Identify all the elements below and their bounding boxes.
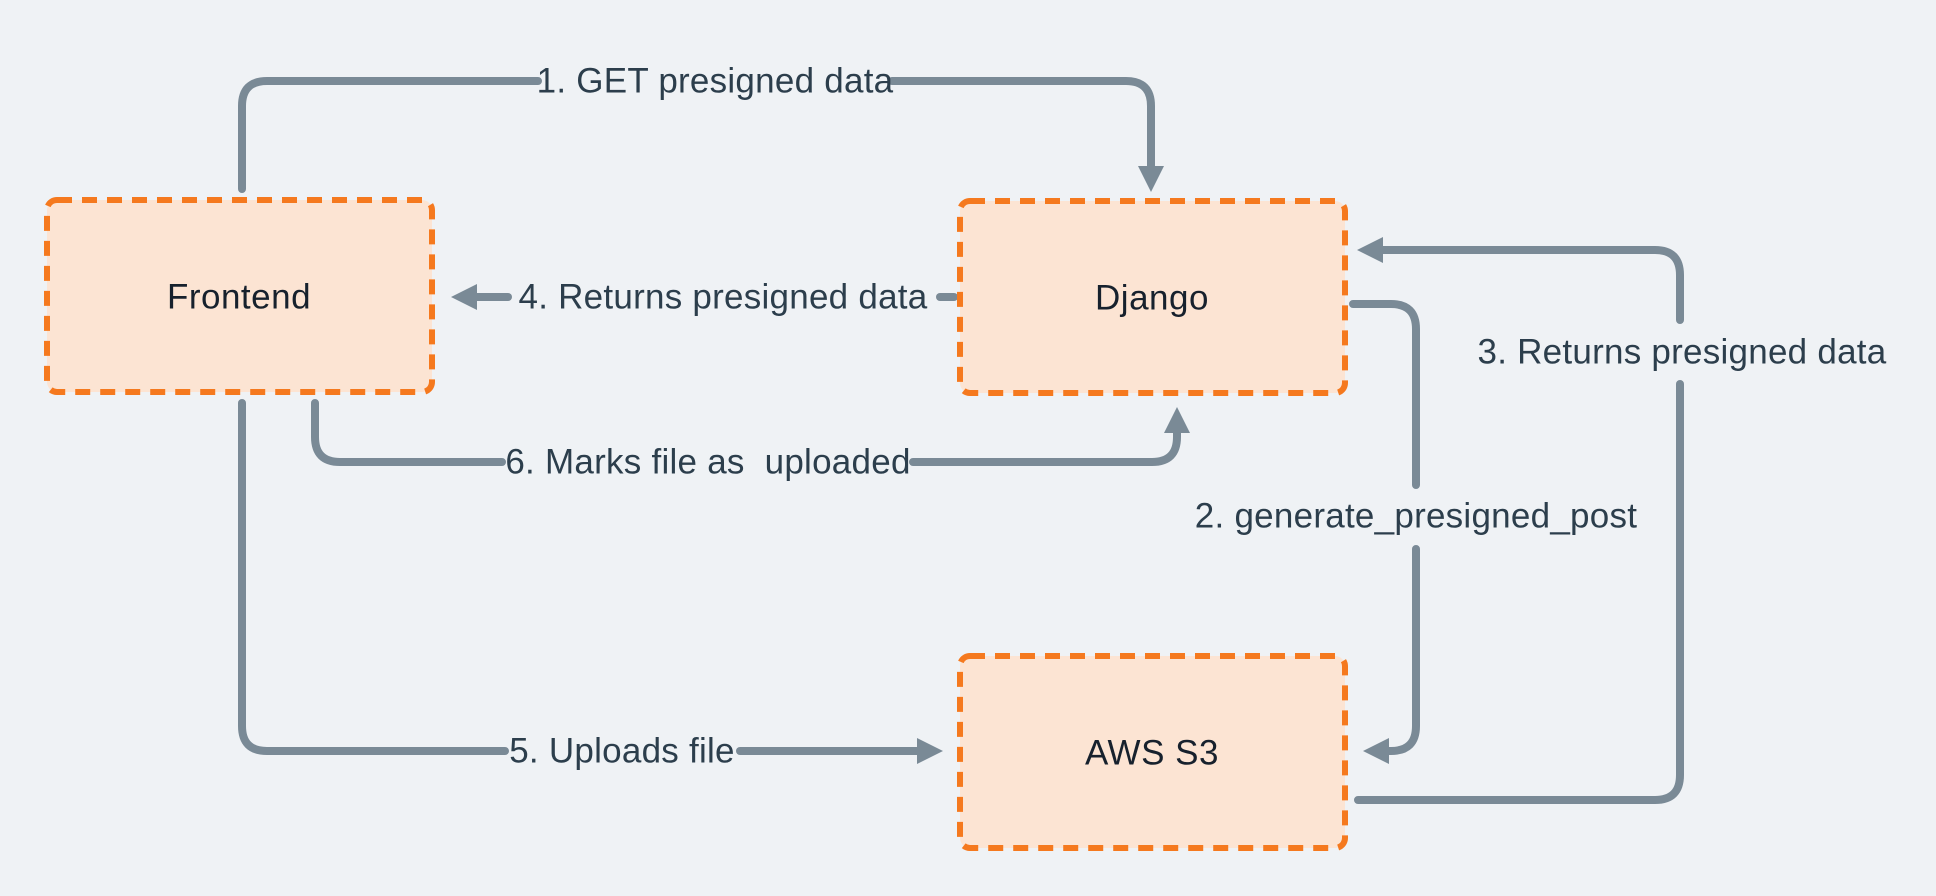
aws-s3-node-box — [957, 653, 1348, 851]
edge-5-label: 5. Uploads file — [509, 732, 735, 771]
edge-3-segment-a — [1354, 380, 1684, 804]
edge-3-returns-presigned-data: 3. Returns presigned data — [1354, 237, 1887, 804]
edge-2-segment-b — [1363, 545, 1420, 764]
edge-1-segment-b — [888, 77, 1164, 192]
django-node: Django — [957, 198, 1348, 396]
frontend-node-label: Frontend — [167, 278, 311, 317]
edge-1-segment-a — [238, 77, 542, 193]
edge-4-returns-presigned-data: 4. Returns presigned data — [451, 278, 958, 317]
edge-3-label: 3. Returns presigned data — [1477, 333, 1886, 372]
aws-s3-node: AWS S3 — [957, 653, 1348, 851]
edge-5-segment-a — [238, 399, 509, 755]
edge-6-label: 6. Marks file as uploaded — [505, 443, 910, 482]
edge-4-label: 4. Returns presigned data — [518, 278, 927, 317]
django-node-box — [957, 198, 1348, 396]
edge-1-get-presigned-data: 1. GET presigned data — [238, 62, 1164, 193]
edge-1-label: 1. GET presigned data — [537, 62, 894, 101]
edge-6-segment-b — [909, 407, 1190, 466]
edge-5-uploads-file: 5. Uploads file — [238, 399, 943, 771]
edge-2-generate-presigned-post: 2. generate_presigned_post — [1195, 300, 1637, 764]
edge-3-segment-b — [1357, 237, 1684, 324]
edge-6-segment-a — [311, 399, 506, 466]
edge-2-label: 2. generate_presigned_post — [1195, 497, 1637, 536]
edge-6-marks-file-uploaded: 6. Marks file as uploaded — [311, 399, 1190, 482]
frontend-node-box — [44, 197, 435, 395]
django-node-label: Django — [1095, 279, 1209, 318]
edge-2-segment-a — [1349, 300, 1420, 489]
frontend-node: Frontend — [44, 197, 435, 395]
aws-s3-node-label: AWS S3 — [1085, 734, 1219, 773]
